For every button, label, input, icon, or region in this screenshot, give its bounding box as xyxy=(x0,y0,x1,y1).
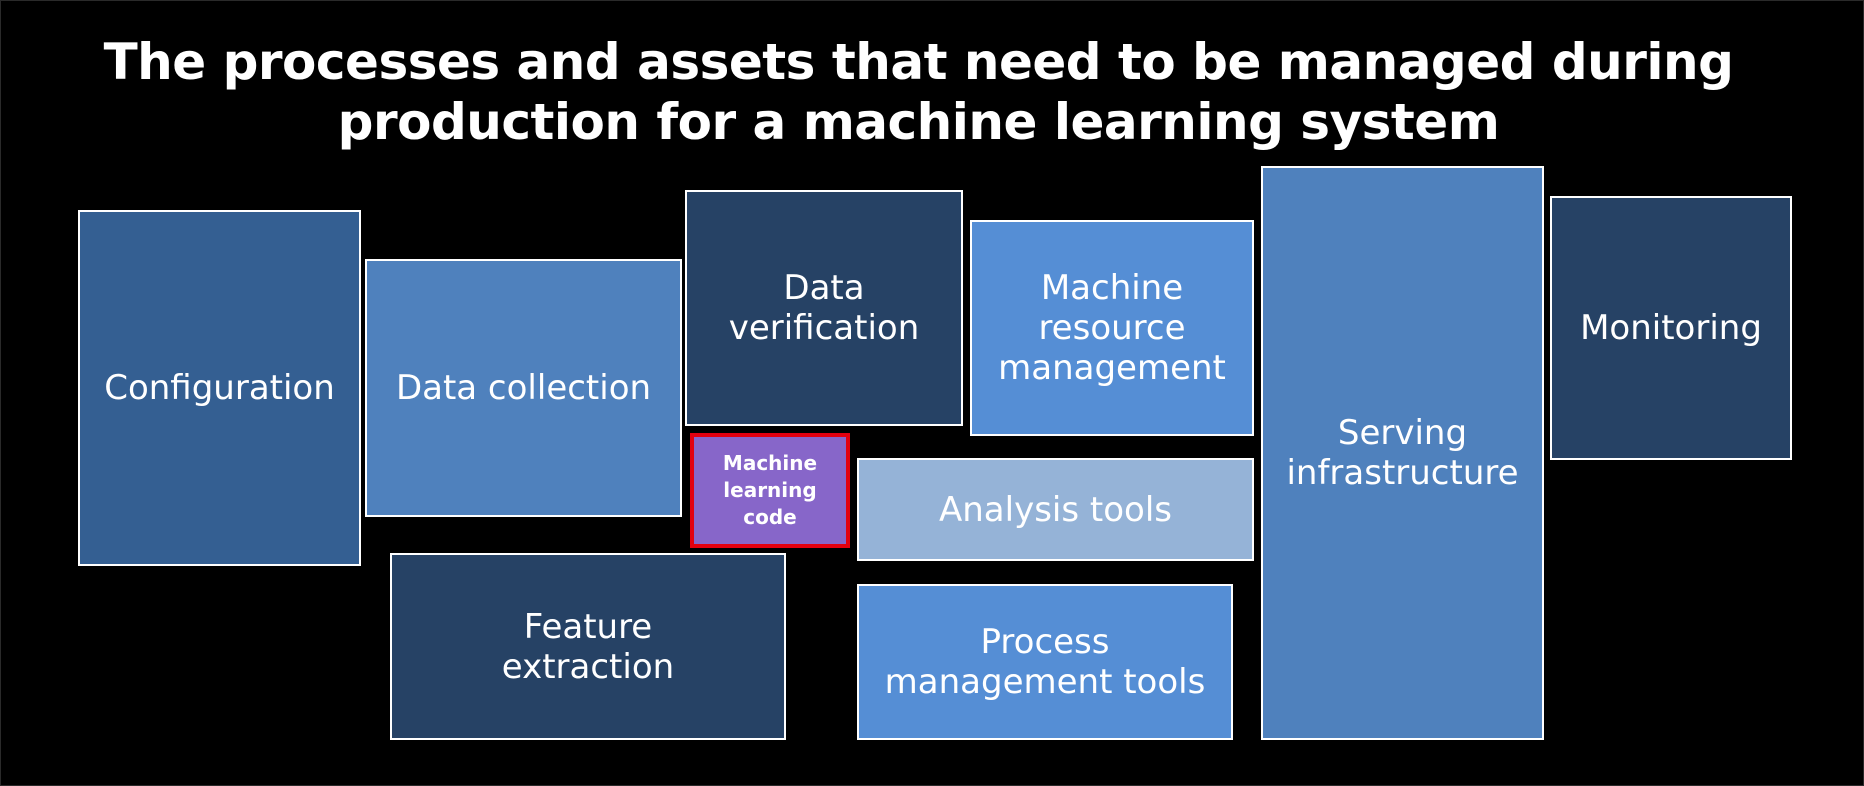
machine-resource-management-label-line-1: Machine xyxy=(1040,268,1184,308)
data-verification-label-line-1: Data xyxy=(783,268,865,308)
data-verification-label-line-2: verification xyxy=(728,308,920,348)
feature-extraction-label: Feature extraction xyxy=(496,607,680,687)
feature-extraction-box: Feature extraction xyxy=(390,553,786,740)
analysis-tools-box: Analysis tools xyxy=(857,458,1254,561)
machine-learning-code-box: Machine learning code xyxy=(690,433,850,548)
data-verification-label: Data verification xyxy=(723,268,926,348)
machine-learning-code-label: Machine learning code xyxy=(717,450,823,531)
analysis-tools-label-line: Analysis tools xyxy=(939,489,1172,530)
process-management-tools-box: Process management tools xyxy=(857,584,1233,740)
data-collection-box: Data collection xyxy=(365,259,682,517)
machine-resource-management-label: Machine resource management xyxy=(992,268,1232,388)
data-verification-box: Data verification xyxy=(685,190,963,426)
monitoring-label-line: Monitoring xyxy=(1580,308,1762,348)
configuration-box: Configuration xyxy=(78,210,361,566)
process-management-tools-label-line-2: management tools xyxy=(884,662,1206,702)
serving-infrastructure-box: Serving infrastructure xyxy=(1261,166,1544,740)
serving-infrastructure-label-line-2: infrastructure xyxy=(1286,453,1519,493)
configuration-label: Configuration xyxy=(98,368,341,408)
serving-infrastructure-label-line-1: Serving xyxy=(1337,413,1468,453)
title-line-2: production for a machine learning system xyxy=(337,93,1500,151)
machine-learning-code-label-line-1: Machine xyxy=(722,451,818,475)
configuration-label-line: Configuration xyxy=(104,368,335,408)
machine-resource-management-box: Machine resource management xyxy=(970,220,1254,436)
feature-extraction-label-line-1: Feature xyxy=(523,606,653,647)
process-management-tools-label-line-1: Process xyxy=(980,622,1110,662)
analysis-tools-label: Analysis tools xyxy=(933,490,1178,530)
monitoring-label: Monitoring xyxy=(1574,308,1768,348)
machine-learning-code-label-line-2: learning xyxy=(723,478,817,502)
slide-title: The processes and assets that need to be… xyxy=(100,32,1737,152)
monitoring-box: Monitoring xyxy=(1550,196,1792,460)
data-collection-label: Data collection xyxy=(390,368,657,408)
title-line-1: The processes and assets that need to be… xyxy=(103,33,1734,91)
machine-learning-code-label-line-3: code xyxy=(743,505,797,529)
machine-resource-management-label-line-3: management xyxy=(998,348,1226,388)
feature-extraction-label-line-2: extraction xyxy=(501,646,675,687)
process-management-tools-label: Process management tools xyxy=(879,622,1212,702)
serving-infrastructure-label: Serving infrastructure xyxy=(1280,413,1524,493)
machine-resource-management-label-line-2: resource xyxy=(1038,308,1186,348)
data-collection-label-line: Data collection xyxy=(395,368,652,408)
